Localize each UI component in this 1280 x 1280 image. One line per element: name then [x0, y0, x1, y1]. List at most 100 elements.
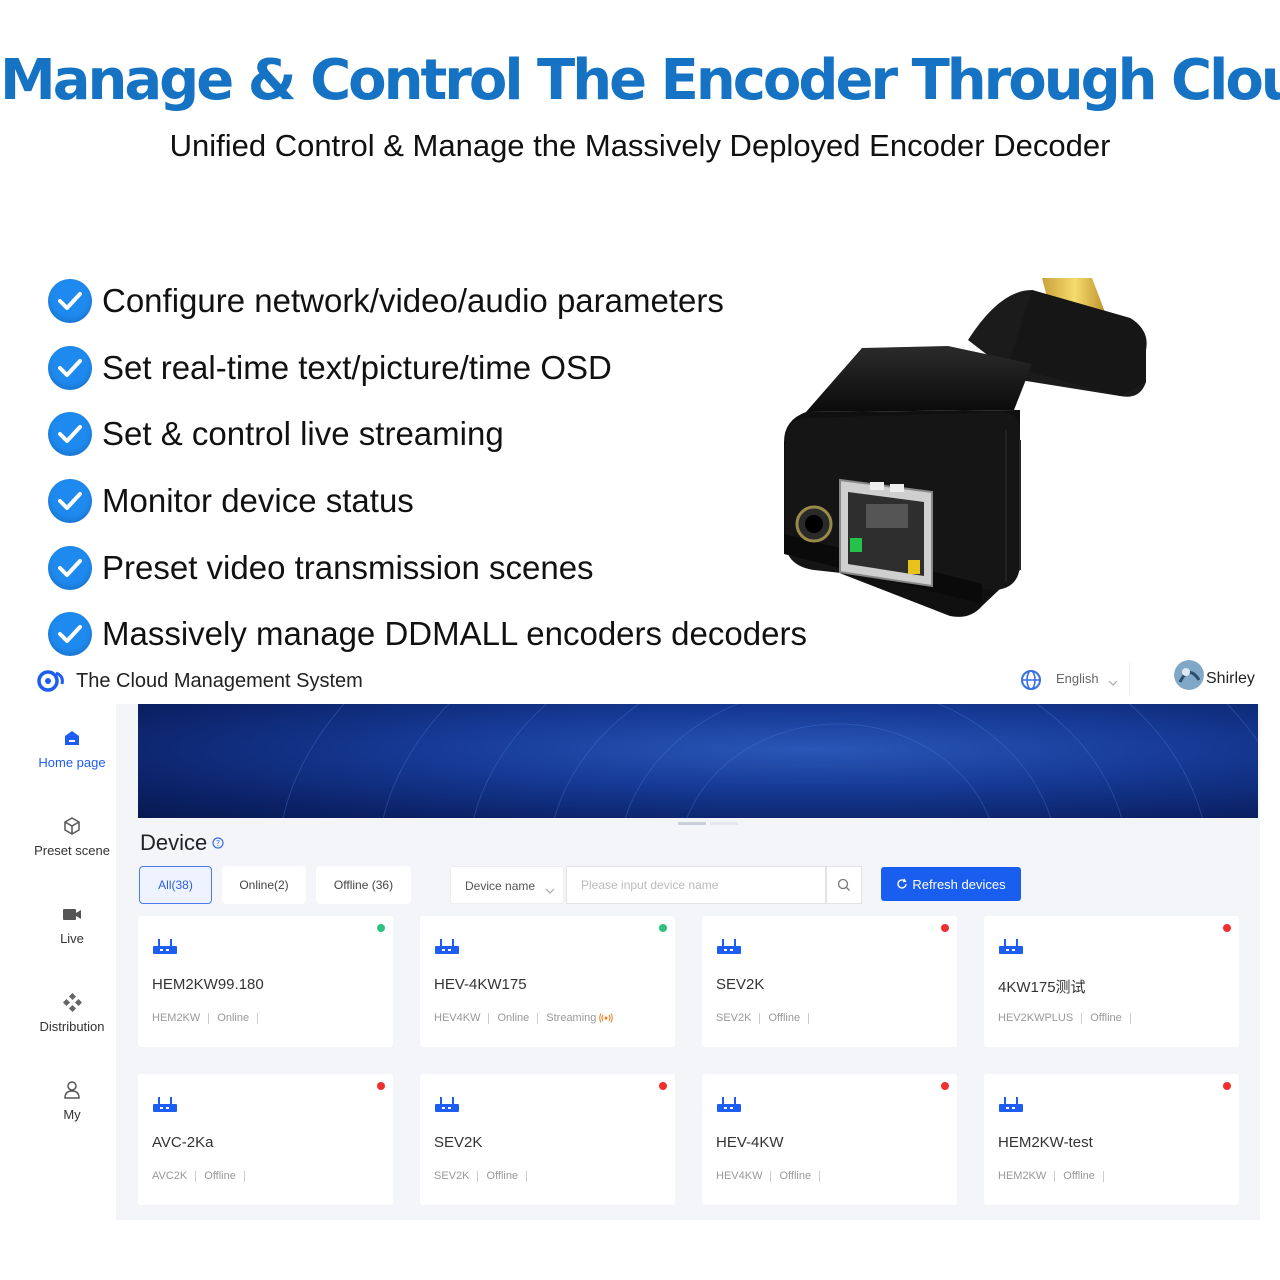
sidebar-item-label: My	[63, 1107, 81, 1122]
distribution-icon	[62, 992, 82, 1012]
banner-pattern	[282, 704, 1258, 818]
device-card[interactable]: SEV2K SEV2K Offline	[420, 1074, 675, 1205]
device-name: 4KW175测试	[998, 979, 1086, 996]
help-icon[interactable]: ?	[212, 836, 224, 854]
feature-item: Set real-time text/picture/time OSD	[48, 335, 808, 402]
sidebar-item-label: Distribution	[39, 1019, 105, 1034]
main-content: Device ? All(38) Online(2) Offline (36) …	[116, 704, 1260, 1220]
device-meta: HEM2KW Online	[152, 1012, 266, 1024]
sidebar-item-distribution[interactable]: Distribution	[22, 992, 122, 1036]
feature-item: Configure network/video/audio parameters	[48, 268, 808, 335]
cube-icon	[64, 817, 80, 835]
divider	[1054, 1170, 1056, 1182]
divider	[243, 1170, 245, 1182]
search-icon	[837, 878, 850, 891]
device-model: HEV4KW	[434, 1012, 481, 1024]
device-model: AVC2K	[152, 1170, 188, 1182]
chevron-down-icon	[545, 882, 555, 900]
search-input[interactable]	[566, 866, 826, 904]
filter-online[interactable]: Online(2)	[222, 866, 306, 904]
globe-icon	[1020, 669, 1042, 696]
status-dot	[659, 1082, 667, 1090]
status-dot	[659, 924, 667, 932]
divider	[195, 1170, 197, 1182]
checkmark-icon	[48, 279, 92, 324]
router-icon	[999, 939, 1023, 954]
divider	[759, 1012, 761, 1024]
chevron-down-icon	[1108, 674, 1118, 692]
sidebar-item-preset-scene[interactable]: Preset scene	[22, 816, 122, 860]
checkmark-icon	[48, 612, 92, 657]
device-model: SEV2K	[434, 1170, 470, 1182]
sidebar-item-live[interactable]: Live	[22, 904, 122, 948]
divider	[770, 1170, 772, 1182]
feature-text: Configure network/video/audio parameters	[102, 282, 724, 320]
select-label: Device name	[465, 879, 536, 893]
refresh-devices-button[interactable]: Refresh devices	[881, 867, 1021, 901]
filter-all[interactable]: All(38)	[139, 866, 212, 904]
device-model: HEM2KW	[998, 1170, 1047, 1182]
sidebar-item-label: Preset scene	[34, 843, 110, 858]
device-status: Offline	[1063, 1170, 1095, 1182]
user-name[interactable]: Shirley	[1206, 670, 1255, 687]
device-name: SEV2K	[716, 976, 765, 993]
router-icon	[717, 939, 741, 954]
device-name: SEV2K	[434, 1134, 483, 1151]
svg-text:?: ?	[216, 839, 220, 848]
divider	[488, 1012, 490, 1024]
home-icon	[65, 731, 79, 745]
checkmark-icon	[48, 545, 92, 590]
search-button[interactable]	[826, 866, 862, 904]
divider	[819, 1170, 821, 1182]
status-dot	[1223, 924, 1231, 932]
banner	[138, 704, 1258, 818]
feature-text: Monitor device status	[102, 482, 414, 520]
feature-item: Set & control live streaming	[48, 401, 808, 468]
subheadline: Unified Control & Manage the Massively D…	[169, 128, 1111, 163]
divider	[1102, 1170, 1104, 1182]
refresh-label: Refresh devices	[912, 876, 1006, 892]
feature-list: Configure network/video/audio parameters…	[48, 268, 808, 668]
device-status: Offline	[486, 1170, 519, 1182]
router-icon	[717, 1097, 741, 1112]
sidebar-item-home[interactable]: Home page	[22, 728, 122, 772]
device-model: HEM2KW	[152, 1012, 201, 1024]
sidebar-item-my[interactable]: My	[22, 1080, 122, 1124]
checkmark-icon	[48, 345, 92, 390]
checkmark-icon	[48, 479, 92, 524]
status-dot	[377, 1082, 385, 1090]
user-icon	[64, 1081, 80, 1099]
divider	[1129, 1012, 1131, 1024]
device-model: HEV4KW	[716, 1170, 763, 1182]
avatar[interactable]	[1174, 660, 1204, 690]
divider	[526, 1170, 528, 1182]
status-dot	[941, 924, 949, 932]
refresh-icon	[897, 878, 908, 889]
device-name: HEM2KW-test	[998, 1134, 1093, 1151]
page-title: Device	[140, 830, 208, 855]
router-icon	[999, 1097, 1023, 1112]
device-status: Online	[217, 1012, 250, 1024]
search-field-select[interactable]: Device name	[450, 866, 564, 904]
router-icon	[435, 939, 459, 954]
status-dot	[377, 924, 385, 932]
device-meta: HEM2KW Offline	[998, 1170, 1112, 1182]
language-label: English	[1056, 671, 1099, 686]
filter-offline[interactable]: Offline (36)	[316, 866, 411, 904]
language-selector[interactable]: English	[1020, 662, 1130, 696]
device-meta: SEV2K Offline	[434, 1170, 535, 1182]
divider	[808, 1012, 810, 1024]
divider	[537, 1012, 539, 1024]
carousel-indicator[interactable]	[678, 822, 738, 825]
